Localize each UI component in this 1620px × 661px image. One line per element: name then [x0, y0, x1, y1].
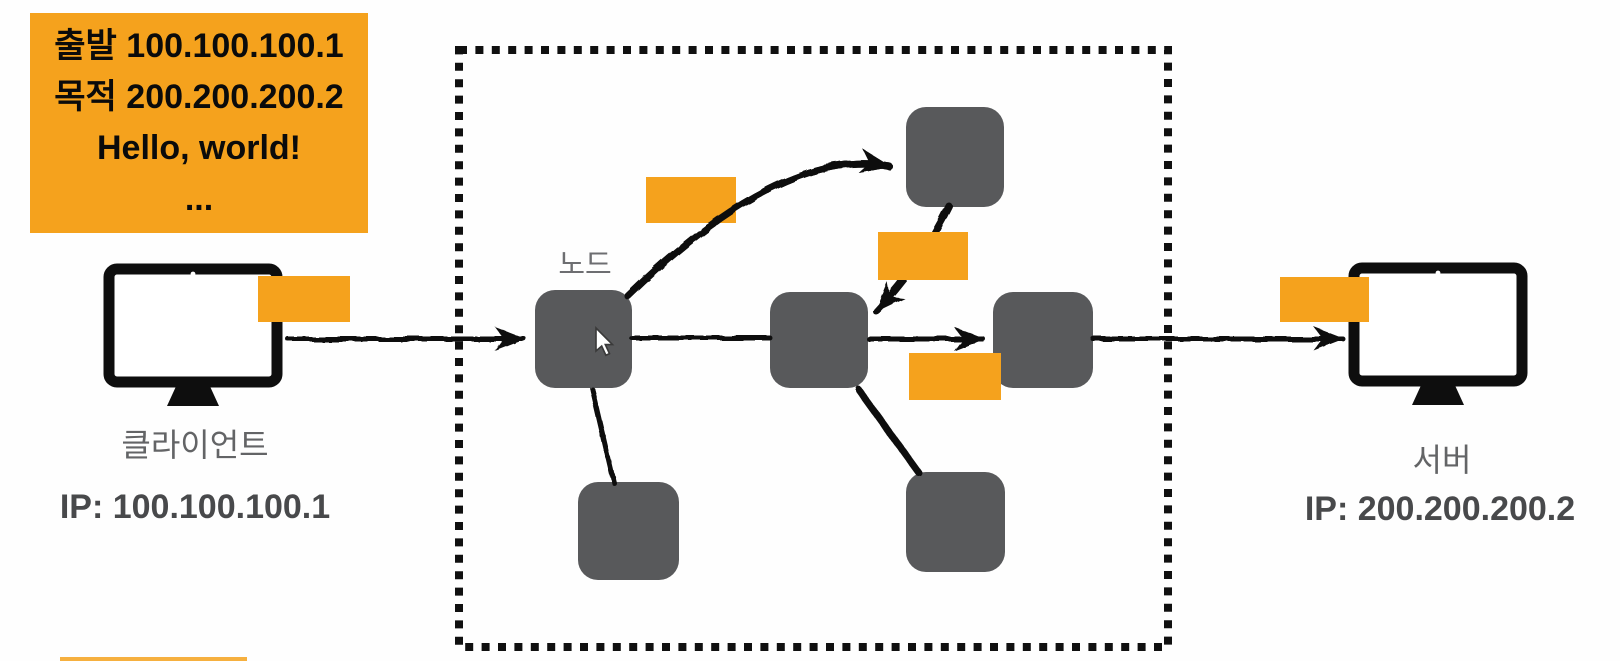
client-monitor-icon [109, 269, 277, 406]
server-label: 서버 [1412, 442, 1472, 478]
packet-in-transit-right [878, 232, 968, 280]
node-label: 노드 [558, 249, 612, 281]
network-boundary-box [455, 46, 1172, 651]
packet-header-box: 출발 100.100.100.1 목적 200.200.200.2 Hello,… [30, 13, 368, 233]
partial-box-bottom-edge [60, 657, 247, 661]
router-node-bottom-right [906, 472, 1005, 572]
router-node-middle [770, 292, 868, 388]
packet-at-server [1280, 277, 1369, 322]
client-ip-text: IP: 100.100.100.1 [59, 488, 331, 526]
packet-payload-line: Hello, world! [97, 129, 301, 167]
packet-at-right-node [909, 353, 1001, 400]
packet-ellipsis-line: ... [184, 180, 214, 218]
link-middle-bottomright [854, 385, 923, 477]
router-node-right [993, 292, 1093, 388]
arrow-node1-to-topnode-overlay [624, 148, 893, 300]
packet-at-client [258, 276, 350, 322]
packet-source-line: 출발 100.100.100.1 [54, 27, 344, 65]
router-node-bottom-left [578, 482, 679, 580]
server-monitor-icon [1354, 268, 1522, 405]
packet-destination-line: 목적 200.200.200.2 [54, 78, 344, 116]
client-label: 클라이언트 [121, 427, 269, 463]
server-ip-text: IP: 200.200.200.2 [1304, 490, 1576, 528]
router-node-1 [535, 290, 632, 388]
router-node-top [906, 107, 1004, 207]
link-node1-bottomleft [589, 386, 617, 486]
mouse-cursor-icon [595, 326, 615, 357]
